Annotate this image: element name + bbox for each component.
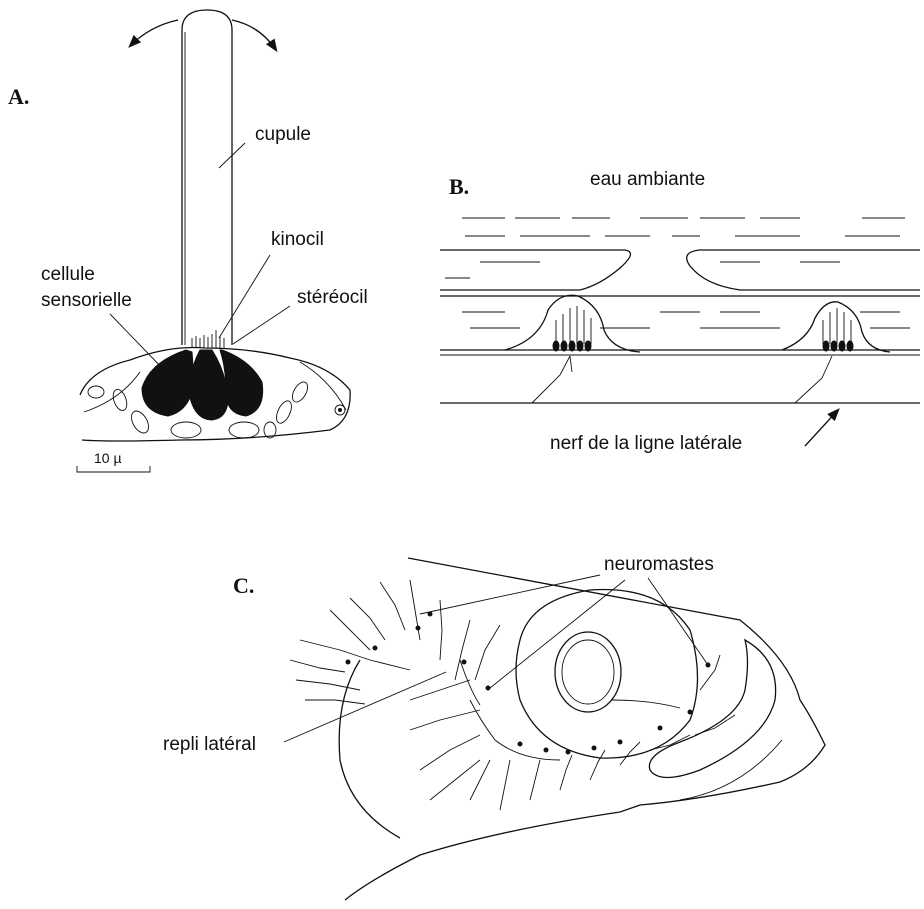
- eye-pupil-outer: [555, 632, 621, 712]
- neuromast-dots: [346, 612, 710, 754]
- head-front-curve: [339, 660, 400, 838]
- canal-neuromast-1: [505, 295, 640, 403]
- label-kinocil: kinocil: [271, 229, 324, 250]
- cilia-group: [192, 330, 224, 348]
- scale-bar: [77, 466, 150, 472]
- nerve-arrow: [805, 410, 838, 446]
- panel-a-letter: A.: [8, 84, 29, 109]
- label-sensorielle: sensorielle: [41, 290, 132, 311]
- label-eau-ambiante: eau ambiante: [590, 169, 705, 190]
- label-stereocil: stéréocil: [297, 287, 368, 308]
- label-repli-lateral: repli latéral: [163, 734, 256, 755]
- cupule-shape: [182, 10, 232, 345]
- label-neuromastes: neuromastes: [604, 554, 714, 575]
- repli-leader: [284, 672, 446, 742]
- nucleus-6: [289, 379, 310, 404]
- left-swing-arrow: [130, 20, 178, 46]
- lateral-fold-branches: [290, 580, 735, 810]
- stereocil-leader: [233, 306, 290, 344]
- eye-pupil-inner: [562, 640, 614, 704]
- sensory-cell-1: [142, 350, 193, 416]
- label-cupule: cupule: [255, 124, 311, 145]
- canal-neuromast-2: [782, 302, 890, 403]
- sensory-cell-2: [190, 350, 228, 420]
- nucleus-8: [88, 386, 104, 398]
- nucleus-1: [171, 422, 201, 438]
- kinocil-leader: [219, 255, 270, 338]
- eye-orbit: [516, 590, 698, 759]
- right-swing-arrow: [232, 20, 276, 50]
- label-cellule: cellule: [41, 264, 95, 285]
- label-nerf: nerf de la ligne latérale: [550, 433, 742, 454]
- canal-roof-left: [440, 250, 630, 290]
- head-outline: [345, 558, 825, 900]
- neuromastes-leader-2: [490, 580, 625, 688]
- water-dashes: [445, 218, 910, 328]
- panel-c-letter: C.: [233, 573, 254, 598]
- panel-b: B. eau ambiante: [440, 169, 920, 454]
- nucleus-2: [229, 422, 259, 438]
- nucleus-3: [128, 408, 152, 436]
- panel-b-letter: B.: [449, 174, 469, 199]
- nucleus-5: [273, 399, 294, 426]
- canal-roof-right: [687, 250, 920, 290]
- panel-c: C.: [163, 554, 825, 900]
- neuromastes-leader-3: [648, 578, 708, 665]
- neuromastes-leader-1: [420, 575, 600, 614]
- nucleus-4: [111, 388, 130, 413]
- lateral-crescent: [649, 640, 775, 778]
- panel-a: A.: [8, 10, 368, 472]
- scale-bar-label: 10 µ: [94, 450, 122, 466]
